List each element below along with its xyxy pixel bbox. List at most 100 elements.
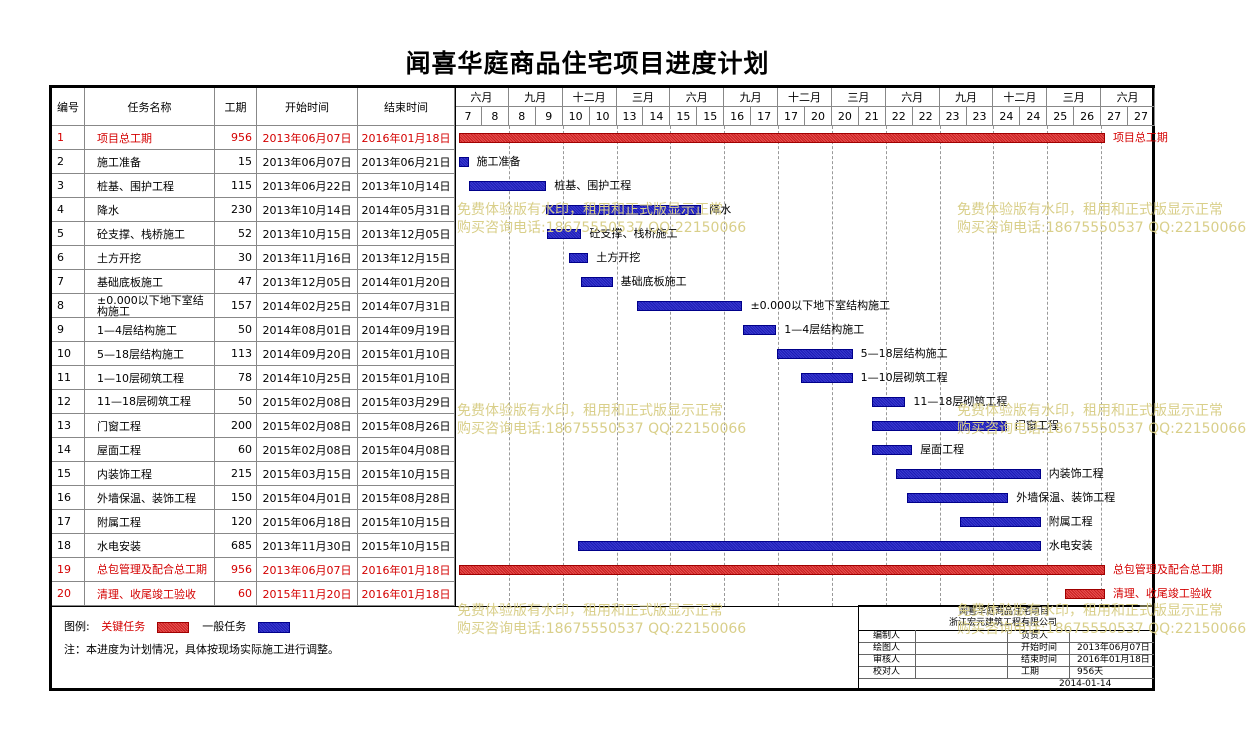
cell-start: 2015年04月01日	[257, 486, 358, 510]
timeline-cell: 7	[455, 107, 482, 126]
grid-line	[1101, 126, 1103, 606]
task-bar	[1065, 589, 1105, 599]
title-block-project: 闻喜华庭商品住宅项目	[959, 607, 1050, 617]
timeline-month: 九月	[508, 88, 563, 107]
cell-id: 12	[52, 390, 85, 414]
cell-end: 2015年10月15日	[358, 510, 455, 534]
task-bar-label: 屋面工程	[920, 443, 965, 456]
grid-line	[993, 126, 995, 606]
cell-id: 10	[52, 342, 85, 366]
watermark-5: 免费体验版有水印，租用和正式版显示正常购买咨询电话:18675550537 QQ…	[457, 603, 747, 637]
task-bar	[960, 517, 1041, 527]
cell-start: 2013年10月14日	[257, 198, 358, 222]
task-bar-label: 总包管理及配合总工期	[1112, 563, 1223, 576]
cell-start: 2013年06月22日	[257, 174, 358, 198]
cell-duration: 200	[215, 414, 257, 438]
timeline-cell: 9	[535, 107, 563, 126]
task-bar	[459, 133, 1105, 143]
timeline-cell: 22	[912, 107, 940, 126]
cell-duration: 230	[215, 198, 257, 222]
cell-end: 2015年03月29日	[358, 390, 455, 414]
cell-id: 13	[52, 414, 85, 438]
cell-name: 11—18层砌筑工程	[85, 390, 215, 414]
title-block-left: 绘图人	[873, 643, 901, 653]
legend-note: 注：本进度为计划情况，具体按现场实际施工进行调整。	[64, 643, 339, 656]
task-bar	[800, 373, 853, 383]
cell-end: 2014年07月31日	[358, 294, 455, 318]
watermark-6: 免费体验版有水印，租用和正式版显示正常购买咨询电话:18675550537 QQ…	[957, 603, 1247, 637]
cell-duration: 115	[215, 174, 257, 198]
task-bar-label: 基础底板施工	[620, 275, 687, 288]
task-bar	[743, 325, 777, 335]
legend: 图例: 关键任务 一般任务	[64, 618, 290, 634]
timeline-month: 六月	[455, 88, 509, 107]
cell-end: 2015年01月10日	[358, 342, 455, 366]
cell-name: 内装饰工程	[85, 462, 215, 486]
title-block-left: 编制人	[873, 631, 901, 641]
cell-start: 2013年06月07日	[257, 126, 358, 150]
title-block-rule	[859, 630, 1154, 631]
cell-end: 2016年01月18日	[358, 582, 455, 606]
cell-end: 2015年10月15日	[358, 534, 455, 558]
cell-duration: 150	[215, 486, 257, 510]
timeline-month: 六月	[885, 88, 940, 107]
grid-line	[778, 126, 780, 606]
cell-name: 门窗工程	[85, 414, 215, 438]
title-block-company: 浙江宏元建筑工程有限公司	[949, 618, 1058, 628]
cell-name: 砼支撑、栈桥施工	[85, 222, 215, 246]
cell-end: 2015年08月28日	[358, 486, 455, 510]
task-bar-label: 1—10层砌筑工程	[860, 371, 948, 384]
cell-end: 2013年12月05日	[358, 222, 455, 246]
task-bar-label: 内装饰工程	[1048, 467, 1104, 480]
cell-duration: 50	[215, 390, 257, 414]
cell-name: 施工准备	[85, 150, 215, 174]
legend-normal-swatch	[257, 621, 290, 633]
timeline-cell: 8	[481, 107, 509, 126]
task-bar-label: 土方开挖	[596, 251, 641, 264]
cell-start: 2014年08月01日	[257, 318, 358, 342]
timeline-month: 十二月	[778, 88, 832, 107]
timeline-cell: 14	[643, 107, 671, 126]
cell-end: 2013年12月15日	[358, 246, 455, 270]
cell-name: 外墙保温、装饰工程	[85, 486, 215, 510]
cell-end: 2015年01月10日	[358, 366, 455, 390]
cell-id: 5	[52, 222, 85, 246]
task-bar	[568, 253, 589, 263]
timeline-month: 三月	[616, 88, 671, 107]
cell-start: 2015年11月20日	[257, 582, 358, 606]
cell-id: 16	[52, 486, 85, 510]
task-bar-label: 施工准备	[476, 155, 521, 168]
chart-left-rule	[455, 88, 456, 606]
timeline-month: 三月	[1047, 88, 1102, 107]
cell-start: 2015年02月08日	[257, 390, 358, 414]
task-bar	[459, 157, 469, 167]
cell-id: 17	[52, 510, 85, 534]
grid-line	[724, 126, 726, 606]
grid-line	[616, 126, 618, 606]
cell-name: 1—10层砌筑工程	[85, 366, 215, 390]
cell-duration: 60	[215, 438, 257, 462]
timeline-cell: 24	[993, 107, 1021, 126]
cell-duration: 956	[215, 126, 257, 150]
timeline-cell: 16	[724, 107, 752, 126]
cell-name: 水电安装	[85, 534, 215, 558]
cell-name: 土方开挖	[85, 246, 215, 270]
grid-line	[508, 126, 510, 606]
task-bar-label: 11—18层砌筑工程	[913, 395, 1008, 408]
grid-line	[562, 126, 564, 606]
title-block-date: 2014-01-14	[1059, 679, 1112, 689]
watermark-1: 免费体验版有水印，租用和正式版显示正常购买咨询电话:18675550537 QQ…	[457, 202, 747, 236]
timeline-month: 三月	[831, 88, 886, 107]
timeline-cell: 21	[858, 107, 886, 126]
cell-name: 1—4层结构施工	[85, 318, 215, 342]
column-header-start: 开始时间	[257, 88, 358, 126]
